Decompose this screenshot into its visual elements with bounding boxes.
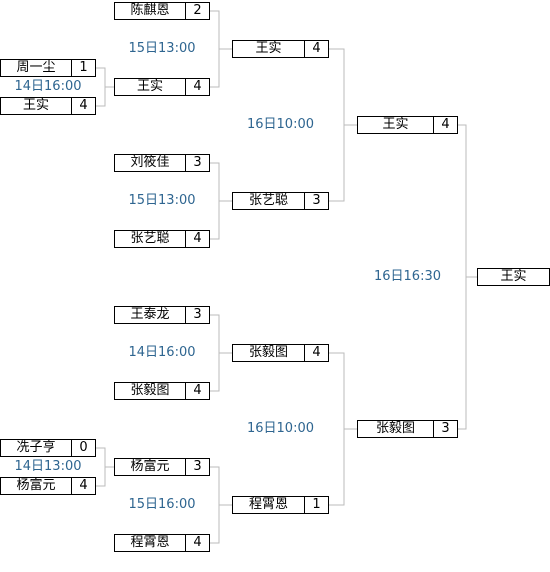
player-score: 1: [304, 497, 328, 513]
r2-m1-player2: 王实 4: [114, 78, 210, 96]
connector-r3-m2: [328, 352, 357, 506]
connector-r2-m4: [209, 466, 220, 544]
player-score: 1: [71, 60, 95, 76]
player-name: 王实: [136, 79, 163, 94]
player-name: 张毅图: [248, 345, 288, 360]
player-score: 4: [185, 383, 209, 399]
r2-m2-player2: 张艺聪 4: [114, 230, 210, 248]
player-score: 2: [185, 3, 209, 19]
r2-m3-player1: 王泰龙 3: [114, 306, 210, 324]
connector-r1-m2: [95, 447, 114, 487]
player-name: 王实: [382, 117, 409, 132]
final-player2: 张毅图 3: [357, 420, 458, 438]
r2-m3-player2: 张毅图 4: [114, 382, 210, 400]
player-score: 4: [71, 478, 95, 494]
r1-m1-player1: 周一尘 1: [0, 59, 96, 77]
final-player1: 王实 4: [357, 116, 458, 134]
r2-m1-time: 15日13:00: [128, 41, 196, 56]
r2-m2-player1: 刘筱佳 3: [114, 154, 210, 172]
connector-final: [457, 124, 477, 430]
player-score: 4: [304, 41, 328, 57]
player-name: 王实: [255, 41, 282, 56]
player-name: 程霄恩: [130, 535, 170, 550]
player-score: 4: [185, 535, 209, 551]
connector-r2-m2: [209, 162, 220, 240]
player-name: 张艺聪: [248, 193, 288, 208]
r3-m2-player2: 程霄恩 1: [232, 496, 329, 514]
r2-m4-player2: 程霄恩 4: [114, 534, 210, 552]
player-name: 冼子亨: [16, 440, 56, 455]
r1-m2-time: 14日13:00: [14, 459, 82, 474]
r1-m1-time: 14日16:00: [14, 79, 82, 94]
r3-m1-player1: 王实 4: [232, 40, 329, 58]
player-score: 4: [185, 231, 209, 247]
champion-box: 王实: [477, 268, 550, 286]
final-time: 16日16:30: [373, 269, 441, 284]
connector-r1-m1: [95, 67, 114, 107]
r3-m1-time: 16日10:00: [246, 117, 314, 132]
player-score: 3: [185, 307, 209, 323]
r3-m1-player2: 张艺聪 3: [232, 192, 329, 210]
r2-m1-player1: 陈麒恩 2: [114, 2, 210, 20]
player-name: 张艺聪: [130, 231, 170, 246]
r3-m2-player1: 张毅图 4: [232, 344, 329, 362]
r2-m4-player1: 杨富元 3: [114, 458, 210, 476]
r2-m3-time: 14日16:00: [128, 345, 196, 360]
r3-m2-time: 16日10:00: [246, 421, 314, 436]
r2-m4-time: 15日16:00: [128, 497, 196, 512]
player-name: 王泰龙: [130, 307, 170, 322]
r2-m2-time: 15日13:00: [128, 193, 196, 208]
player-score: 4: [433, 117, 457, 133]
player-name: 杨富元: [130, 459, 170, 474]
player-name: 周一尘: [16, 60, 56, 75]
player-name: 陈麒恩: [130, 3, 170, 18]
connector-r3-m1: [328, 48, 357, 202]
r1-m2-player1: 冼子亨 0: [0, 439, 96, 457]
player-score: 3: [433, 421, 457, 437]
champion-name: 王实: [500, 269, 527, 284]
player-name: 张毅图: [375, 421, 415, 436]
player-score: 3: [304, 193, 328, 209]
r1-m2-player2: 杨富元 4: [0, 477, 96, 495]
player-score: 3: [185, 155, 209, 171]
player-score: 4: [71, 98, 95, 114]
player-score: 4: [185, 79, 209, 95]
player-name: 王实: [22, 98, 49, 113]
player-score: 3: [185, 459, 209, 475]
player-name: 张毅图: [130, 383, 170, 398]
player-score: 0: [71, 440, 95, 456]
connector-r2-m1: [209, 10, 220, 88]
player-name: 刘筱佳: [130, 155, 170, 170]
connector-r2-m3: [209, 314, 220, 392]
r1-m1-player2: 王实 4: [0, 97, 96, 115]
player-name: 程霄恩: [248, 497, 288, 512]
player-score: 4: [304, 345, 328, 361]
player-name: 杨富元: [16, 478, 56, 493]
